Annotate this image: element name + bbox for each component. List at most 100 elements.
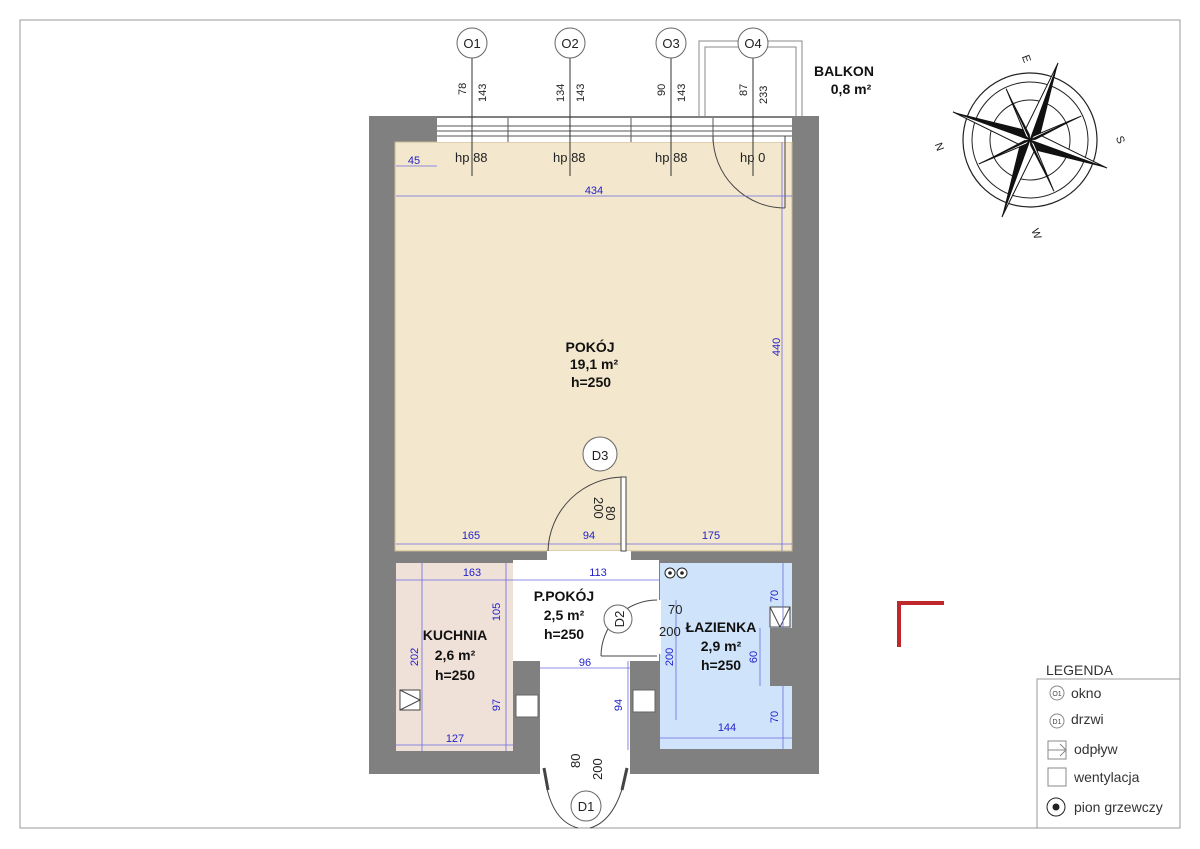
svg-text:19,1 m²: 19,1 m² <box>570 356 619 372</box>
svg-text:233: 233 <box>758 86 770 104</box>
svg-text:O3: O3 <box>662 36 679 51</box>
drain-lazienka <box>769 606 791 629</box>
svg-text:hp 88: hp 88 <box>553 150 586 165</box>
d2-opening <box>654 600 661 654</box>
legend-item-okno: okno <box>1071 685 1102 701</box>
legend-vent-icon <box>1047 767 1067 787</box>
svg-text:hp 88: hp 88 <box>455 150 488 165</box>
svg-text:O1: O1 <box>1052 691 1061 698</box>
svg-text:175: 175 <box>702 530 720 542</box>
balcony-door-swing <box>712 135 786 209</box>
balkon-name: BALKON <box>814 63 874 79</box>
svg-text:70: 70 <box>769 711 781 723</box>
room-label-kuchnia: KUCHNIA 2,6 m² h=250 <box>423 627 488 683</box>
legend-window-icon: O1 <box>1049 685 1065 701</box>
svg-text:N: N <box>932 141 946 153</box>
svg-text:2,6 m²: 2,6 m² <box>435 647 476 663</box>
svg-text:O2: O2 <box>561 36 578 51</box>
svg-text:80: 80 <box>603 506 618 520</box>
svg-text:2,5 m²: 2,5 m² <box>544 607 585 623</box>
svg-text:60: 60 <box>748 651 760 663</box>
svg-text:200: 200 <box>591 497 606 519</box>
window-strip <box>437 118 792 142</box>
room-kuchnia <box>396 563 513 751</box>
svg-text:70: 70 <box>668 602 682 617</box>
window-leaders <box>471 57 754 176</box>
vent-shaft-left <box>515 694 539 718</box>
room-label-lazienka: ŁAZIENKA 2,9 m² h=250 <box>686 619 757 673</box>
svg-text:105: 105 <box>491 603 503 621</box>
svg-text:h=250: h=250 <box>544 626 584 642</box>
svg-text:h=250: h=250 <box>571 374 611 390</box>
svg-text:KUCHNIA: KUCHNIA <box>423 627 488 643</box>
svg-text:144: 144 <box>718 722 736 734</box>
svg-text:200: 200 <box>664 648 676 666</box>
svg-text:434: 434 <box>585 185 603 197</box>
window-o2: O2 134 143 hp 88 <box>553 27 587 165</box>
window-o4: O4 87 233 hp 0 <box>737 27 770 165</box>
door-d1: D1 80 200 <box>542 754 629 829</box>
svg-text:D2: D2 <box>612 611 627 628</box>
svg-text:D3: D3 <box>592 448 609 463</box>
svg-text:h=250: h=250 <box>435 667 475 683</box>
svg-text:P.POKÓJ: P.POKÓJ <box>534 587 594 604</box>
compass-rose-icon <box>952 62 1108 218</box>
svg-text:hp 88: hp 88 <box>655 150 688 165</box>
svg-text:87: 87 <box>738 84 750 96</box>
svg-text:200: 200 <box>659 624 681 639</box>
svg-text:D1: D1 <box>1053 719 1062 726</box>
legend: LEGENDA O1 okno D1 drzwi odpływ wentylac… <box>1036 662 1181 829</box>
legend-door-icon: D1 <box>1049 713 1065 729</box>
drain-kuchnia <box>399 689 422 711</box>
legend-item-wentylacja: wentylacja <box>1073 769 1140 785</box>
svg-text:90: 90 <box>656 84 668 96</box>
svg-text:S: S <box>1113 134 1127 145</box>
svg-text:78: 78 <box>457 83 469 95</box>
svg-text:113: 113 <box>589 567 607 579</box>
svg-text:W: W <box>1028 227 1043 241</box>
d1-opening <box>541 750 629 774</box>
svg-text:D1: D1 <box>578 799 595 814</box>
svg-text:163: 163 <box>463 567 481 579</box>
svg-text:45: 45 <box>408 155 420 167</box>
room-label-przedpokoj: P.POKÓJ 2,5 m² h=250 <box>534 587 594 642</box>
svg-text:E: E <box>1019 53 1033 64</box>
section-marker <box>897 601 944 647</box>
svg-text:2,9 m²: 2,9 m² <box>701 638 742 654</box>
window-o3: O3 90 143 hp 88 <box>655 27 688 165</box>
svg-text:80: 80 <box>568 754 583 768</box>
svg-text:200: 200 <box>590 758 605 780</box>
lazienka-notch-cover <box>770 628 792 686</box>
svg-text:134: 134 <box>555 84 567 102</box>
svg-text:165: 165 <box>462 530 480 542</box>
legend-item-drzwi: drzwi <box>1071 711 1104 727</box>
svg-text:94: 94 <box>613 699 625 711</box>
heating-riser-icon <box>664 567 688 579</box>
room-przedpokoj <box>513 560 659 661</box>
svg-text:hp 0: hp 0 <box>740 150 765 165</box>
door-d2: D2 70 200 <box>600 599 682 657</box>
svg-text:94: 94 <box>583 530 595 542</box>
svg-text:70: 70 <box>769 590 781 602</box>
svg-text:ŁAZIENKA: ŁAZIENKA <box>686 619 757 635</box>
legend-title: LEGENDA <box>1046 662 1114 678</box>
legend-drain-icon <box>1047 740 1067 760</box>
balkon-area: 0,8 m² <box>831 81 872 97</box>
svg-text:96: 96 <box>579 657 591 669</box>
svg-text:202: 202 <box>409 648 421 666</box>
dimension-lines <box>396 142 792 751</box>
compass-letters: E S W N <box>932 53 1127 241</box>
legend-heating-icon <box>1046 797 1066 817</box>
svg-text:97: 97 <box>491 699 503 711</box>
svg-text:O4: O4 <box>744 36 761 51</box>
vent-shaft-right <box>632 689 656 713</box>
legend-item-odplyw: odpływ <box>1074 741 1118 757</box>
svg-text:143: 143 <box>575 84 587 102</box>
dimension-labels: 45 434 440 165 94 175 163 113 105 202 96… <box>408 155 783 745</box>
svg-text:143: 143 <box>676 84 688 102</box>
svg-text:440: 440 <box>771 338 783 356</box>
svg-text:POKÓJ: POKÓJ <box>565 338 614 355</box>
room-label-pokoj: POKÓJ 19,1 m² h=250 <box>565 338 618 390</box>
window-o1: O1 78 143 hp 88 <box>455 27 489 165</box>
